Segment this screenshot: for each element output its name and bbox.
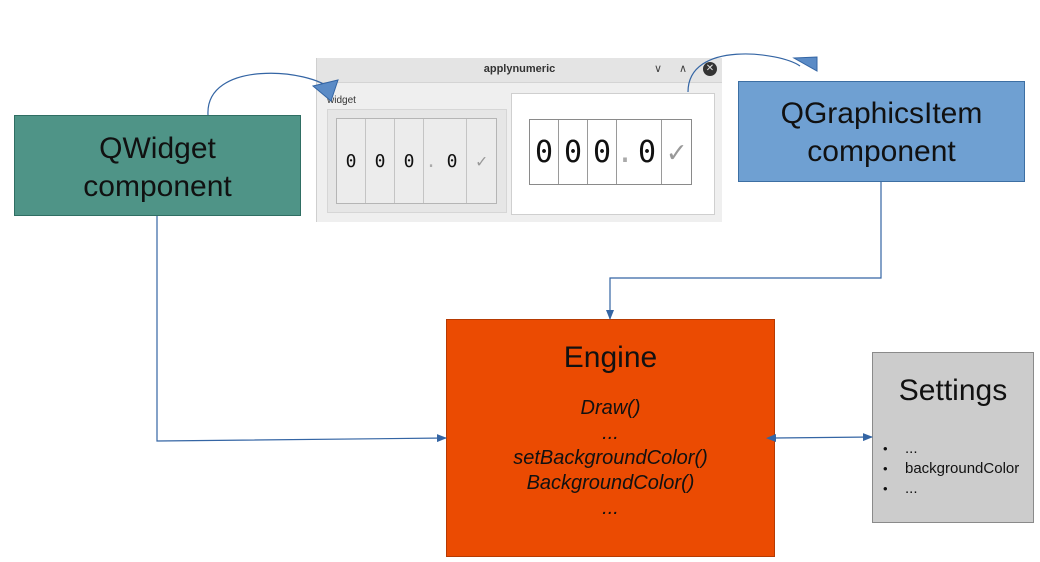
numeric-widget-display[interactable]: 0 0 0 . 0 ✓ <box>336 118 497 204</box>
widget-panel: 0 0 0 . 0 ✓ <box>327 109 507 213</box>
engine-box: Engine Draw() ... setBackgroundColor() B… <box>446 319 775 557</box>
curved-arrowhead-qgraphics <box>792 56 818 72</box>
digit-cell[interactable]: 0 <box>588 120 617 184</box>
graphics-panel: 0 0 0 . 0 ✓ <box>511 93 715 215</box>
settings-item: ... <box>883 479 1033 499</box>
settings-item: ... <box>883 439 1033 459</box>
decimal-separator: . <box>425 150 437 172</box>
digit-cell[interactable]: 0 <box>337 119 366 203</box>
arrow-qwidget-to-engine <box>156 216 447 443</box>
widget-section-label: widget <box>327 95 356 106</box>
qgraphics-line1: QGraphicsItem <box>780 97 983 130</box>
applynumeric-window: applynumeric ∨ ∧ ✕ widget 0 0 0 . 0 ✓ 0 … <box>316 58 722 222</box>
qwidget-line1: QWidget <box>99 132 216 165</box>
engine-method: setBackgroundColor() <box>513 447 708 469</box>
digit-cell[interactable]: 0 <box>438 119 467 203</box>
qwidget-component-box: QWidget component <box>14 115 301 216</box>
numeric-graphics-display[interactable]: 0 0 0 . 0 ✓ <box>529 119 692 185</box>
settings-item: backgroundColor <box>883 459 1033 479</box>
maximize-icon[interactable]: ∧ <box>678 63 688 75</box>
curved-arrow-qwidget <box>207 72 333 116</box>
settings-box: Settings ... backgroundColor ... <box>872 352 1034 523</box>
arrow-engine-settings <box>766 433 873 442</box>
close-icon[interactable]: ✕ <box>703 62 717 76</box>
window-title: applynumeric <box>483 63 556 75</box>
apply-check-icon[interactable]: ✓ <box>667 134 686 170</box>
settings-title: Settings <box>898 374 1008 407</box>
digit-cell[interactable]: 0 <box>366 119 395 203</box>
engine-methods: Draw() ... setBackgroundColor() Backgrou… <box>447 396 774 521</box>
decimal-separator: . <box>615 134 635 170</box>
engine-method: ... <box>602 422 619 444</box>
apply-check-icon[interactable]: ✓ <box>476 150 487 172</box>
minimize-icon[interactable]: ∨ <box>653 63 663 75</box>
engine-method: ... <box>602 497 619 519</box>
window-titlebar: applynumeric ∨ ∧ ✕ <box>317 58 722 83</box>
engine-method: Draw() <box>580 397 641 419</box>
settings-list: ... backgroundColor ... <box>873 439 1033 499</box>
digit-cell[interactable]: 0 <box>633 120 662 184</box>
engine-title: Engine <box>563 341 658 374</box>
qgraphicsitem-component-box: QGraphicsItem component <box>738 81 1025 182</box>
qgraphics-line2: component <box>807 135 956 168</box>
digit-cell[interactable]: 0 <box>395 119 424 203</box>
engine-method: BackgroundColor() <box>526 472 695 494</box>
qwidget-line2: component <box>83 170 232 203</box>
digit-cell[interactable]: 0 <box>530 120 559 184</box>
digit-cell[interactable]: 0 <box>559 120 588 184</box>
